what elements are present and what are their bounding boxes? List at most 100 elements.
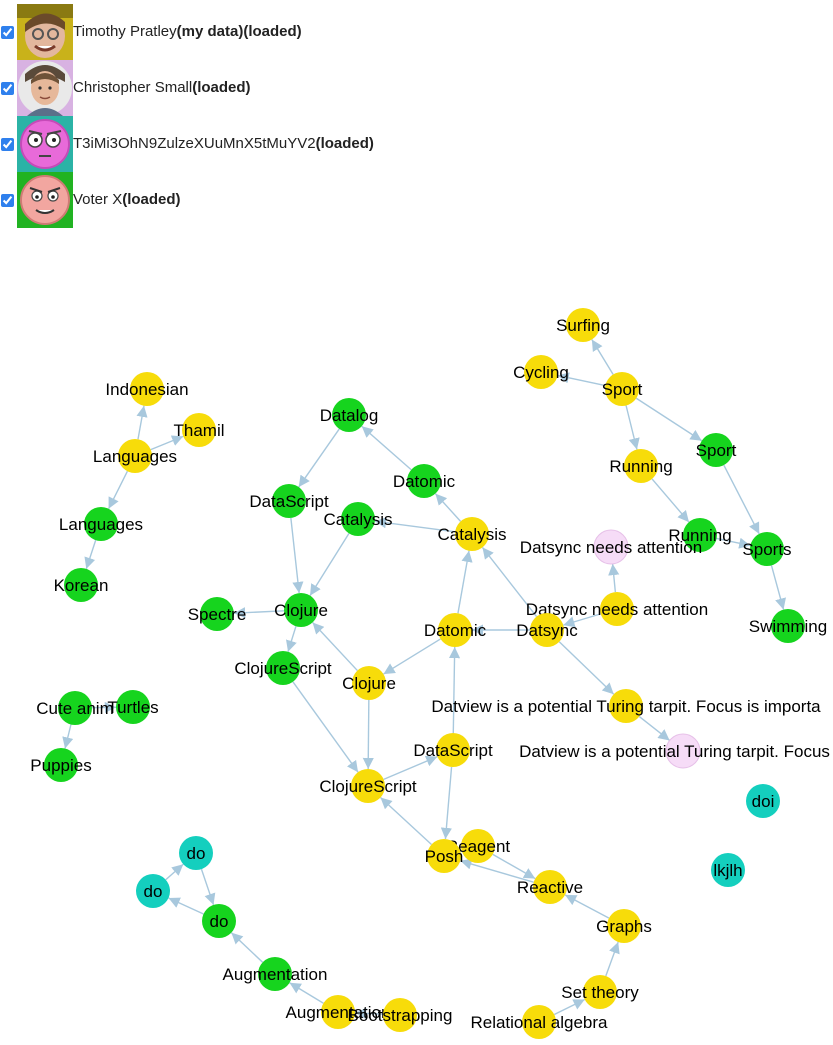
graph-node-circle[interactable] <box>352 666 386 700</box>
graph-node-running-y[interactable]: Running <box>609 449 673 483</box>
graph-node-do-top[interactable]: do <box>179 836 213 870</box>
graph-node-circle[interactable] <box>427 839 461 873</box>
graph-node-bootstrapping[interactable]: Bootstrapping <box>348 998 453 1032</box>
graph-node-reagent[interactable]: Reagent <box>446 829 511 863</box>
graph-node-circle[interactable] <box>272 484 306 518</box>
graph-node-set-theory[interactable]: Set theory <box>561 975 639 1009</box>
graph-node-circle[interactable] <box>533 870 567 904</box>
graph-node-circle[interactable] <box>438 613 472 647</box>
graph-node-clojurescript-g[interactable]: ClojureScript <box>234 651 332 685</box>
graph-node-surfing[interactable]: Surfing <box>556 308 610 342</box>
graph-node-circle[interactable] <box>699 433 733 467</box>
graph-node-datsync-attn-p[interactable]: Datsync needs attention <box>520 529 702 565</box>
graph-node-clojure-y[interactable]: Clojure <box>342 666 396 700</box>
graph-node-circle[interactable] <box>332 398 366 432</box>
graph-node-datsync[interactable]: Datsync <box>516 613 578 647</box>
graph-node-running-g[interactable]: Running <box>668 518 732 552</box>
graph-node-circle[interactable] <box>600 592 634 626</box>
graph-node-sport-y[interactable]: Sport <box>602 372 643 406</box>
graph-node-circle[interactable] <box>522 1005 556 1039</box>
graph-node-circle[interactable] <box>407 464 441 498</box>
graph-node-datomic-y[interactable]: Datomic <box>424 613 487 647</box>
graph-node-circle[interactable] <box>566 308 600 342</box>
graph-node-korean[interactable]: Korean <box>54 568 109 602</box>
graph-node-circle[interactable] <box>750 532 784 566</box>
graph-node-thamil[interactable]: Thamil <box>173 413 225 447</box>
graph-node-circle[interactable] <box>182 413 216 447</box>
graph-node-circle[interactable] <box>436 733 470 767</box>
graph-node-circle[interactable] <box>665 733 701 769</box>
graph-node-circle[interactable] <box>64 568 98 602</box>
graph-node-swimming[interactable]: Swimming <box>749 609 827 643</box>
graph-node-circle[interactable] <box>607 909 641 943</box>
graph-node-circle[interactable] <box>266 651 300 685</box>
graph-node-circle[interactable] <box>136 874 170 908</box>
graph-node-catalysis-y[interactable]: Catalysis <box>438 517 507 551</box>
graph-node-circle[interactable] <box>605 372 639 406</box>
graph-node-circle[interactable] <box>44 748 78 782</box>
user-toggle-checkbox[interactable] <box>1 26 14 39</box>
graph-node-circle[interactable] <box>84 507 118 541</box>
graph-node-indonesian[interactable]: Indonesian <box>105 372 189 406</box>
graph-node-circle[interactable] <box>351 769 385 803</box>
graph-node-datalog[interactable]: Datalog <box>320 398 379 432</box>
graph-node-cycling[interactable]: Cycling <box>513 355 569 389</box>
graph-node-circle[interactable] <box>455 517 489 551</box>
graph-node-circle[interactable] <box>583 975 617 1009</box>
graph-node-clojurescript-y[interactable]: ClojureScript <box>319 769 417 803</box>
graph-node-circle[interactable] <box>746 784 780 818</box>
graph-node-circle[interactable] <box>524 355 558 389</box>
graph-node-circle[interactable] <box>593 529 629 565</box>
graph-node-clojure-g[interactable]: Clojure <box>274 593 328 627</box>
graph-node-datview-p[interactable]: Datview is a potential Turing tarpit. Fo… <box>519 733 833 769</box>
graph-node-do-green[interactable]: do <box>202 904 236 938</box>
graph-node-circle[interactable] <box>200 597 234 631</box>
graph-node-languages-g[interactable]: Languages <box>59 507 143 541</box>
graph-node-circle[interactable] <box>771 609 805 643</box>
graph-node-circle[interactable] <box>202 904 236 938</box>
graph-node-datascript-y[interactable]: DataScript <box>413 733 493 767</box>
graph-node-cute[interactable]: Cute anim <box>36 691 114 725</box>
graph-node-graphs[interactable]: Graphs <box>596 909 652 943</box>
user-toggle-checkbox[interactable] <box>1 194 14 207</box>
user-toggle-checkbox[interactable] <box>1 138 14 151</box>
graph-node-augmentation-g[interactable]: Augmentation <box>223 957 328 991</box>
graph-node-circle[interactable] <box>58 691 92 725</box>
graph-node-circle[interactable] <box>683 518 717 552</box>
graph-node-augmentation-y[interactable]: Augmentation <box>286 995 391 1029</box>
graph-node-circle[interactable] <box>711 853 745 887</box>
graph-node-circle[interactable] <box>179 836 213 870</box>
graph-node-doi[interactable]: doi <box>746 784 780 818</box>
graph-node-circle[interactable] <box>341 502 375 536</box>
graph-node-languages-y[interactable]: Languages <box>93 439 177 473</box>
graph-node-circle[interactable] <box>609 689 643 723</box>
graph-node-circle[interactable] <box>530 613 564 647</box>
graph-node-turtles[interactable]: Turtles <box>107 690 159 724</box>
graph-node-relational-algebra[interactable]: Relational algebra <box>470 1005 608 1039</box>
graph-node-lkjlh[interactable]: lkjlh <box>711 853 745 887</box>
graph-node-datview-y[interactable]: Datview is a potential Turing tarpit. Fo… <box>431 689 821 723</box>
graph-node-spectre[interactable]: Spectre <box>188 597 247 631</box>
graph-node-circle[interactable] <box>624 449 658 483</box>
graph-node-datomic-g[interactable]: Datomic <box>393 464 456 498</box>
graph-node-circle[interactable] <box>116 690 150 724</box>
graph-node-circle[interactable] <box>321 995 355 1029</box>
graph-node-do-left[interactable]: do <box>136 874 170 908</box>
graph-node-circle[interactable] <box>258 957 292 991</box>
graph-node-reactive[interactable]: Reactive <box>517 870 583 904</box>
graph-node-catalysis-g[interactable]: Catalysis <box>324 502 393 536</box>
graph-node-circle[interactable] <box>130 372 164 406</box>
graph-node-sports[interactable]: Sports <box>742 532 792 566</box>
graph-node-datsync-attn-y[interactable]: Datsync needs attention <box>526 592 708 626</box>
graph-node-circle[interactable] <box>118 439 152 473</box>
graph-node-label: Languages <box>93 447 177 466</box>
graph-node-puppies[interactable]: Puppies <box>30 748 92 782</box>
user-toggle-checkbox[interactable] <box>1 82 14 95</box>
graph-node-posh[interactable]: Posh <box>425 839 464 873</box>
graph-node-circle[interactable] <box>383 998 417 1032</box>
graph-node-circle[interactable] <box>284 593 318 627</box>
graph-node-datascript-g[interactable]: DataScript <box>249 484 329 518</box>
graph-node-circle[interactable] <box>461 829 495 863</box>
graph-node-sport-g[interactable]: Sport <box>696 433 737 467</box>
